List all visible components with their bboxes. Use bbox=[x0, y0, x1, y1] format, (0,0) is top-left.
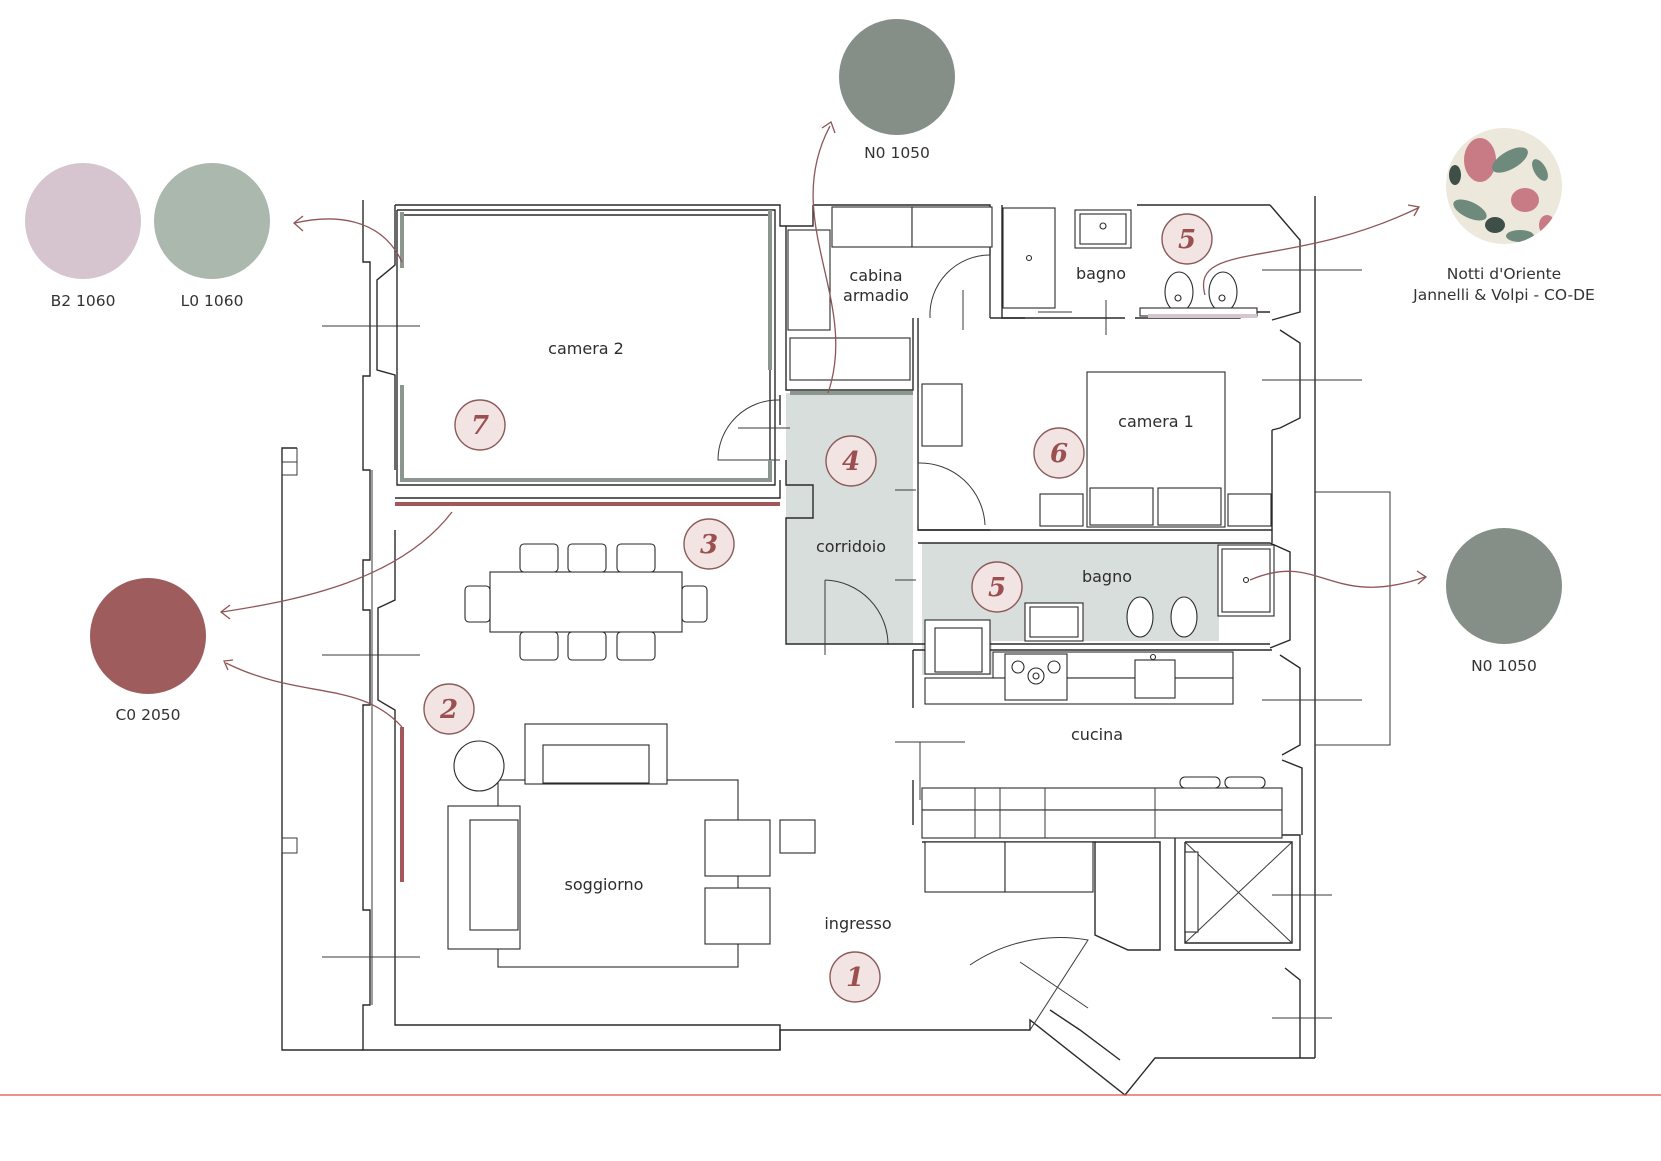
bidet-top bbox=[1208, 271, 1238, 313]
svg-text:6: 6 bbox=[1050, 439, 1068, 469]
furniture bbox=[447, 206, 1293, 968]
svg-text:C0 2050: C0 2050 bbox=[115, 706, 180, 724]
outer-walls bbox=[281, 196, 1391, 1096]
label-corridoio: corridoio bbox=[816, 537, 886, 556]
svg-text:L0 1060: L0 1060 bbox=[181, 292, 244, 310]
svg-text:Notti d'Oriente: Notti d'Oriente bbox=[1447, 265, 1561, 283]
swatch-n0-1050-top: N0 1050 bbox=[839, 19, 955, 162]
label-ingresso: ingresso bbox=[824, 914, 891, 933]
marker-5-mid: 5 bbox=[971, 561, 1023, 613]
label-soggiorno: soggiorno bbox=[565, 875, 644, 894]
wardrobe-bottom bbox=[789, 337, 911, 381]
rug bbox=[497, 779, 739, 968]
label-armadio: armadio bbox=[843, 286, 909, 305]
marker-3: 3 bbox=[683, 518, 735, 570]
marker-6: 6 bbox=[1033, 427, 1085, 479]
swatch-l0-1060: L0 1060 bbox=[154, 163, 270, 310]
swatch-n0-1050-right: N0 1050 bbox=[1446, 528, 1562, 675]
marker-2: 2 bbox=[423, 683, 475, 735]
side-table bbox=[453, 740, 505, 792]
label-camera2: camera 2 bbox=[548, 339, 624, 358]
label-bagno-mid: bagno bbox=[1082, 567, 1132, 586]
label-bagno-top: bagno bbox=[1076, 264, 1126, 283]
wallpaper-swatch: Notti d'Oriente Jannelli & Volpi - CO-DE bbox=[1412, 128, 1595, 304]
wardrobe-top-2 bbox=[911, 206, 993, 248]
connector-arrows bbox=[219, 121, 1428, 728]
label-cabina: cabina bbox=[849, 266, 902, 285]
svg-text:7: 7 bbox=[471, 411, 489, 441]
label-camera1: camera 1 bbox=[1118, 412, 1194, 431]
marker-1: 1 bbox=[829, 951, 881, 1003]
svg-text:1: 1 bbox=[846, 963, 864, 993]
wardrobe-top-1 bbox=[831, 206, 913, 248]
svg-text:5: 5 bbox=[988, 573, 1006, 603]
accent-walls bbox=[395, 210, 1257, 882]
swatch-b2-1060: B2 1060 bbox=[25, 163, 141, 310]
svg-text:N0 1050: N0 1050 bbox=[1471, 657, 1537, 675]
color-swatches: B2 1060 L0 1060 N0 1050 C0 2050 N0 1050 bbox=[25, 19, 1595, 724]
dining-table bbox=[489, 571, 683, 633]
toilet-mid bbox=[1126, 596, 1154, 638]
svg-text:Jannelli & Volpi - CO-DE: Jannelli & Volpi - CO-DE bbox=[1412, 286, 1595, 304]
bidet-mid bbox=[1170, 596, 1198, 638]
marker-4: 4 bbox=[825, 435, 877, 487]
toilet-top bbox=[1164, 271, 1194, 313]
room-labels: camera 2 cabina armadio bagno camera 1 c… bbox=[548, 264, 1194, 933]
svg-text:3: 3 bbox=[700, 530, 718, 560]
number-markers: 1 2 3 4 5 5 6 7 bbox=[423, 213, 1213, 1003]
svg-text:5: 5 bbox=[1178, 225, 1196, 255]
marker-7: 7 bbox=[454, 399, 506, 451]
svg-text:2: 2 bbox=[439, 695, 458, 725]
wardrobe-left bbox=[787, 229, 831, 331]
label-cucina: cucina bbox=[1071, 725, 1123, 744]
svg-text:B2 1060: B2 1060 bbox=[51, 292, 116, 310]
swatch-c0-2050: C0 2050 bbox=[90, 578, 206, 724]
highlight-areas bbox=[786, 393, 1219, 675]
svg-text:4: 4 bbox=[842, 447, 860, 477]
svg-text:N0 1050: N0 1050 bbox=[864, 144, 930, 162]
marker-5-top: 5 bbox=[1161, 213, 1213, 265]
